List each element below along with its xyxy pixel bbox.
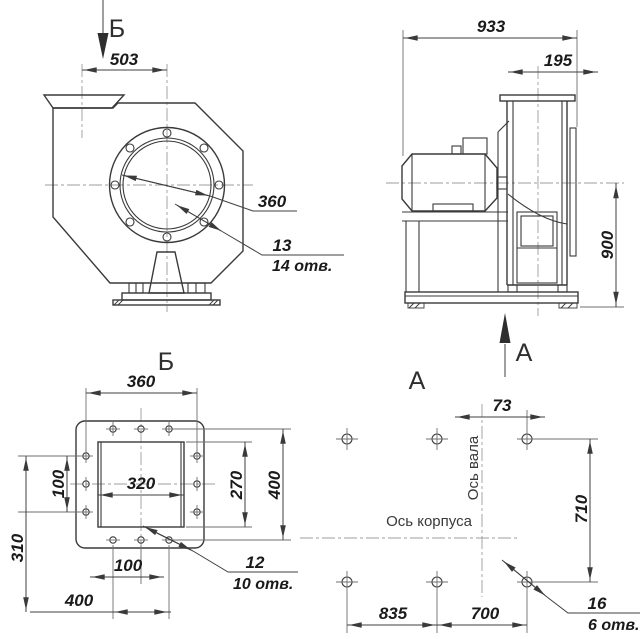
svg-text:310: 310 [8,533,27,562]
view-title-b: Б [158,348,174,376]
svg-text:6 отв.: 6 отв. [588,617,639,634]
outlet-flange-view: Б [8,348,298,619]
section-arrow-b-icon [97,0,109,59]
svg-text:360: 360 [127,372,156,391]
dim-900: 900 [580,183,624,308]
support-pedestal [148,251,185,294]
dim-933: 933 [402,17,578,156]
dim-195: 195 [508,51,598,75]
base-frame [404,291,579,304]
dim-flange-320: 320 [98,474,184,498]
dim-73: 73 [455,396,545,420]
foundation-hole-ticks [336,410,598,633]
inlet-flange [42,94,126,109]
motor-end-bells [411,154,486,211]
view-title-a: А [409,367,426,395]
dim-flange-400-bottom: 400 [30,545,171,619]
scroll-housing-outline [52,102,244,284]
column-feet [507,284,568,293]
base-plate [121,292,212,301]
svg-text:100: 100 [49,469,68,498]
svg-text:12: 12 [246,553,265,572]
flange-opening-walls [100,442,182,527]
housing-back-plate [569,127,577,257]
dim-flange-400-right: 400 [172,428,291,541]
callout-foundation-holes: 16 6 отв. [501,559,640,634]
drive-housing-inner [520,215,554,247]
scroll-curve [507,193,568,225]
callout-inlet-holes: 13 14 отв. [174,203,344,275]
motor-frame [402,211,508,292]
dim-flange-270: 270 [186,441,252,528]
anchor-hatch-right [208,299,219,306]
inlet-opening-circle [119,137,215,233]
svg-text:100: 100 [114,556,143,575]
svg-text:933: 933 [477,17,506,36]
inlet-opening-circle-inner [122,140,212,230]
motor-foot [432,203,474,212]
flange-opening [97,441,185,528]
svg-text:835: 835 [379,604,408,623]
motor-body [401,153,498,212]
inlet-bolt-holes [110,128,224,242]
svg-text:900: 900 [598,230,617,259]
anchor-hatch-left [113,299,124,306]
dim-835-700: 835 700 [347,604,527,628]
svg-text:320: 320 [127,474,156,493]
svg-text:503: 503 [110,50,139,69]
svg-text:270: 270 [227,470,246,500]
support-brackets [128,282,206,294]
outlet-flange [499,94,576,102]
svg-text:400: 400 [265,470,284,500]
svg-text:360: 360 [258,192,287,211]
dim-flange-100-bottom: 100 [90,545,164,619]
dim-flange-360: 360 [85,372,198,452]
foundation-plan-view: А Ось вала Ось корпуса 73 [300,367,640,634]
dim-flange-100-left: 100 [18,455,80,513]
svg-text:700: 700 [471,604,500,623]
base-anchor-pads [407,302,578,309]
foundation-plate [112,299,221,306]
shaft-coupling [496,176,508,190]
side-view: 933 195 900 А [386,17,624,377]
inlet-flange-circle-outer [108,126,226,244]
shaft-axis-label: Ось вала [465,435,482,500]
motor-eyebolt [451,145,462,155]
front-view: Б 503 360 13 14 отв. [42,0,344,312]
dim-503: 503 [82,50,167,73]
svg-text:16: 16 [588,594,607,613]
callout-360: 360 [121,174,297,212]
svg-text:710: 710 [572,494,591,523]
svg-text:195: 195 [544,51,573,70]
housing-column [506,101,568,286]
svg-text:73: 73 [493,396,512,415]
svg-text:10 отв.: 10 отв. [233,576,293,593]
svg-text:400: 400 [64,591,94,610]
housing-axis-label: Ось корпуса [386,513,473,530]
svg-text:14 отв.: 14 отв. [272,258,332,275]
housing-column-inner [512,101,563,285]
motor-terminal-box [462,137,488,155]
svg-text:13: 13 [273,236,292,255]
view-arrow-a-icon [499,313,511,377]
dim-flange-310: 310 [8,456,29,612]
dim-710: 710 [572,439,593,582]
view-arrow-a-label: А [516,339,533,367]
foundation-bolt-holes [341,433,533,588]
section-arrow-b-label: Б [109,15,125,43]
flange-outer [75,420,205,549]
callout-flange-holes: 12 10 отв. [142,525,298,593]
